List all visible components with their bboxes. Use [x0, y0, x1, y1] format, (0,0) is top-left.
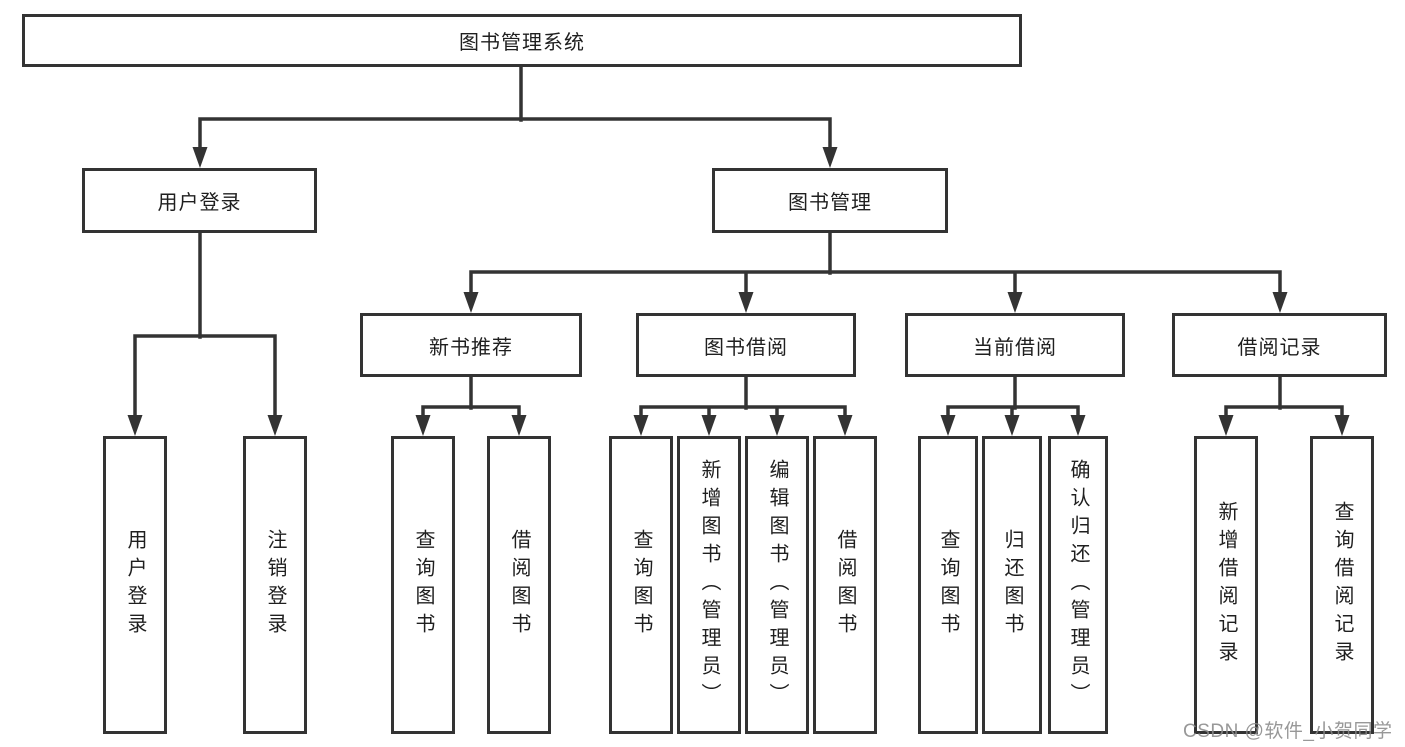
node-current-borrowing: 当前借阅 [905, 313, 1125, 377]
node-label: 图书管理 [788, 192, 872, 214]
node-label: 用户登录 [157, 192, 242, 214]
csdn-watermark: CSDN @软件_小贺同学 [1183, 721, 1393, 742]
leaf-return-book: 归还图书 [982, 436, 1042, 734]
leaf-borrow-books: 借阅图书 [813, 436, 877, 734]
leaf-query-borrow-record: 查询借阅记录 [1310, 436, 1374, 734]
node-label: 编辑图书（管理员） [766, 459, 788, 711]
node-new-book-recommendation: 新书推荐 [360, 313, 582, 377]
node-label: 查询借阅记录 [1331, 501, 1353, 669]
leaf-user-login: 用户登录 [103, 436, 167, 734]
node-label: 新书推荐 [429, 336, 513, 359]
node-label: 图书借阅 [704, 336, 788, 359]
node-library-management-system: 图书管理系统 [22, 14, 1022, 67]
node-label: 用户登录 [124, 529, 146, 641]
node-label: 归还图书 [1001, 529, 1023, 641]
node-label: 查询图书 [630, 529, 652, 641]
leaf-borrow-books-recommend: 借阅图书 [487, 436, 551, 734]
leaf-add-book-admin: 新增图书（管理员） [677, 436, 741, 734]
node-label: 注销登录 [264, 529, 286, 641]
node-label: 新增图书（管理员） [698, 459, 720, 711]
node-label: 借阅图书 [834, 529, 856, 641]
node-book-management: 图书管理 [712, 168, 948, 233]
node-label: 查询图书 [412, 529, 434, 641]
node-user-login: 用户登录 [82, 168, 317, 233]
node-label: 当前借阅 [973, 336, 1057, 359]
leaf-edit-book-admin: 编辑图书（管理员） [745, 436, 809, 734]
leaf-logout: 注销登录 [243, 436, 307, 734]
node-label: 图书管理系统 [459, 32, 585, 54]
node-label: 新增借阅记录 [1215, 501, 1237, 669]
connector-segments [133, 65, 1344, 420]
node-label: 借阅图书 [508, 529, 530, 641]
leaf-add-borrow-record: 新增借阅记录 [1194, 436, 1258, 734]
node-label: 查询图书 [937, 529, 959, 641]
leaf-query-books-borrow: 查询图书 [609, 436, 673, 734]
node-book-borrowing: 图书借阅 [636, 313, 856, 377]
node-label: 确认归还（管理员） [1067, 459, 1089, 711]
leaf-query-books-recommend: 查询图书 [391, 436, 455, 734]
node-label: 借阅记录 [1237, 336, 1322, 359]
leaf-query-books-current: 查询图书 [918, 436, 978, 734]
node-borrowing-records: 借阅记录 [1172, 313, 1387, 377]
leaf-confirm-return-admin: 确认归还（管理员） [1048, 436, 1108, 734]
